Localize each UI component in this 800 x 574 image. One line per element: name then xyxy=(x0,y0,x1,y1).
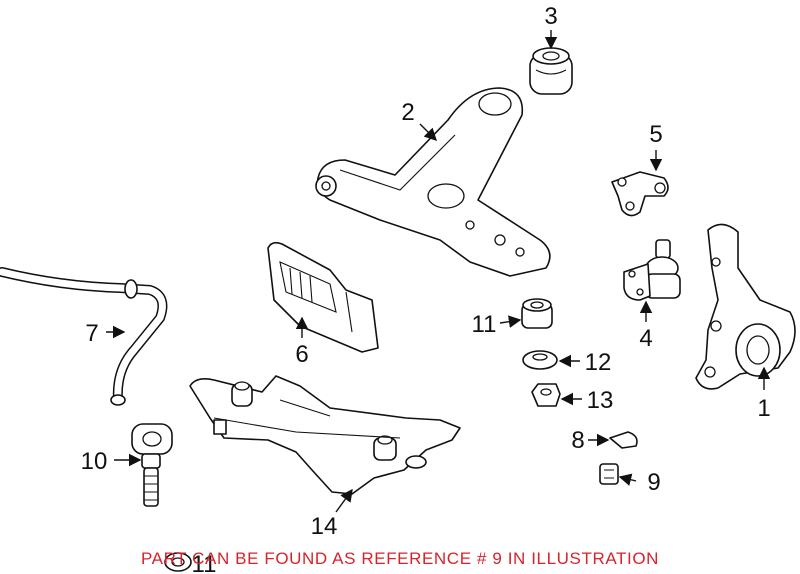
callout-8: 8 xyxy=(571,427,584,454)
callout-3: 3 xyxy=(544,3,557,30)
callout-labels: 1 2 3 4 5 6 7 8 9 10 11 11 12 13 14 xyxy=(81,3,771,574)
part-6-cover xyxy=(267,241,379,353)
part-9-bracket xyxy=(599,463,619,485)
part-2-control-arm xyxy=(315,87,551,277)
callout-11: 11 xyxy=(472,311,497,338)
callout-5: 5 xyxy=(649,121,662,148)
leader-2 xyxy=(419,123,437,141)
callout-13: 13 xyxy=(587,387,614,414)
reference-note: PART CAN BE FOUND AS REFERENCE # 9 IN IL… xyxy=(140,549,660,568)
part-5-bracket xyxy=(611,171,669,217)
leader-9 xyxy=(618,473,637,486)
callout-1: 1 xyxy=(757,395,770,422)
callout-4: 4 xyxy=(639,325,652,352)
callout-9: 9 xyxy=(647,469,660,496)
callout-10: 10 xyxy=(81,448,108,475)
leader-lines xyxy=(106,30,771,513)
part-13-nut xyxy=(531,383,561,407)
part-11-bushing-lower xyxy=(164,552,192,572)
callout-12: 12 xyxy=(585,349,612,376)
callout-6: 6 xyxy=(295,341,308,368)
part-11-bushing xyxy=(521,298,553,329)
leader-11 xyxy=(499,315,522,328)
leader-14 xyxy=(335,488,353,513)
callout-14: 14 xyxy=(311,513,338,540)
part-1-knuckle xyxy=(695,223,796,390)
part-4-ball-joint xyxy=(623,239,681,301)
part-12-washer xyxy=(522,350,558,370)
part-8-clip xyxy=(609,431,638,449)
part-3-bushing xyxy=(529,47,573,95)
part-14-subframe xyxy=(189,375,461,495)
callout-11-lower: 11 xyxy=(192,551,217,574)
callout-2: 2 xyxy=(401,99,414,126)
part-10-link xyxy=(131,423,173,507)
part-7-stabilizer-bar xyxy=(0,267,168,406)
callout-7: 7 xyxy=(85,320,98,347)
